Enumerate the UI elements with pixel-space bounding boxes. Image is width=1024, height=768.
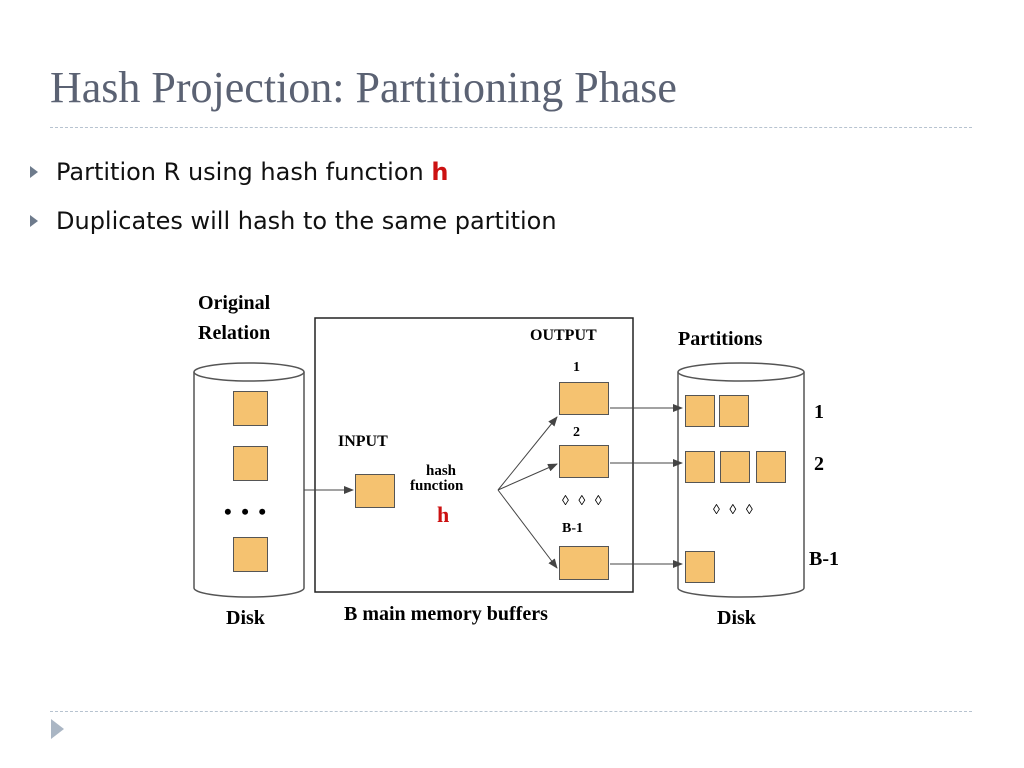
partition-2-page <box>685 451 715 483</box>
original-relation-label-line1: Original <box>198 292 271 314</box>
output-label: OUTPUT <box>530 327 597 344</box>
bullet-text: Duplicates will hash to the same partiti… <box>56 207 557 235</box>
partition-ellipsis: ◊ ◊ ◊ <box>713 503 756 518</box>
input-buffer <box>355 474 395 508</box>
partition-number-2: 2 <box>814 453 824 475</box>
relation-page <box>233 537 268 572</box>
bullet-text-main: Partition R using hash function <box>56 158 432 186</box>
slide-nav-arrow-icon[interactable] <box>51 719 64 739</box>
output-buffer-b1 <box>559 546 609 580</box>
partition-1-page <box>719 395 749 427</box>
hash-label: hash <box>426 463 457 479</box>
output-buffer-b1-label: B-1 <box>562 521 583 536</box>
title-divider <box>50 127 972 128</box>
right-disk-label: Disk <box>717 607 756 629</box>
left-disk-label: Disk <box>226 607 265 629</box>
partition-2-page <box>720 451 750 483</box>
output-buffer-2-label: 2 <box>573 425 580 440</box>
left-disk-cylinder <box>193 362 305 598</box>
hash-to-buffer-b1-arrow <box>497 489 558 569</box>
output-buffer-2 <box>559 445 609 478</box>
bullet-text: Partition R using hash function h <box>56 160 448 184</box>
relation-page <box>233 446 268 481</box>
hash-to-buffer-2-arrow <box>497 463 558 491</box>
bullet-triangle-icon <box>30 215 38 227</box>
partition-1-page <box>685 395 715 427</box>
output-buffer-1 <box>559 382 609 415</box>
partitions-label: Partitions <box>678 328 763 350</box>
memory-caption: B main memory buffers <box>344 603 548 625</box>
hash-to-buffer-1-arrow <box>497 416 558 491</box>
partition-number-b1: B-1 <box>809 548 839 570</box>
partition-number-1: 1 <box>814 401 824 423</box>
input-label: INPUT <box>338 433 388 450</box>
left-disk-ellipsis: • • • <box>224 499 269 524</box>
partition-2-page <box>756 451 786 483</box>
bullet-triangle-icon <box>30 166 38 178</box>
output-buffer-1-label: 1 <box>573 360 580 375</box>
slide-title: Hash Projection: Partitioning Phase <box>50 63 677 112</box>
function-label: function <box>410 478 464 494</box>
right-disk-cylinder <box>677 362 805 598</box>
footer-divider <box>50 711 972 712</box>
output-ellipsis: ◊ ◊ ◊ <box>562 494 605 509</box>
relation-page <box>233 391 268 426</box>
partition-b1-page <box>685 551 715 583</box>
hash-function-symbol: h <box>437 502 450 527</box>
original-relation-label-line2: Relation <box>198 322 271 344</box>
bullet-highlight: h <box>431 158 449 186</box>
